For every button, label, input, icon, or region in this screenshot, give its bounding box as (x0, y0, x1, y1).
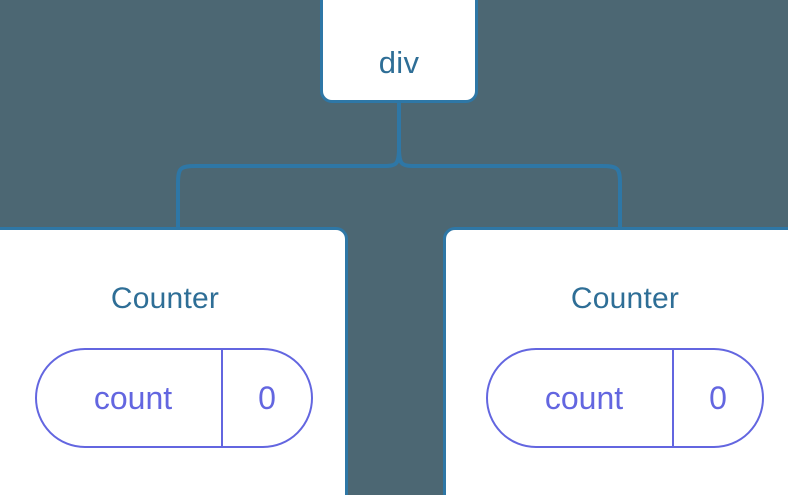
node-counter-2[interactable]: Counter count 0 (443, 227, 788, 495)
state-divider-1 (221, 350, 223, 446)
connector-branch-left (176, 147, 401, 229)
node-counter-1-title: Counter (110, 282, 220, 315)
state-key-count-2: count (544, 380, 624, 416)
state-pill-counter-1[interactable]: count 0 (35, 348, 313, 448)
state-pill-counter-2[interactable]: count 0 (486, 348, 764, 448)
node-counter-2-title: Counter (570, 282, 680, 315)
node-counter-1[interactable]: Counter count 0 (0, 227, 348, 495)
node-div[interactable]: div (320, 0, 478, 103)
state-value-count-1: 0 (258, 380, 276, 416)
state-key-count-1: count (93, 380, 173, 416)
node-div-label: div (378, 45, 420, 80)
state-value-count-2: 0 (709, 380, 727, 416)
state-divider-2 (672, 350, 674, 446)
connector-branch-right (397, 147, 622, 229)
